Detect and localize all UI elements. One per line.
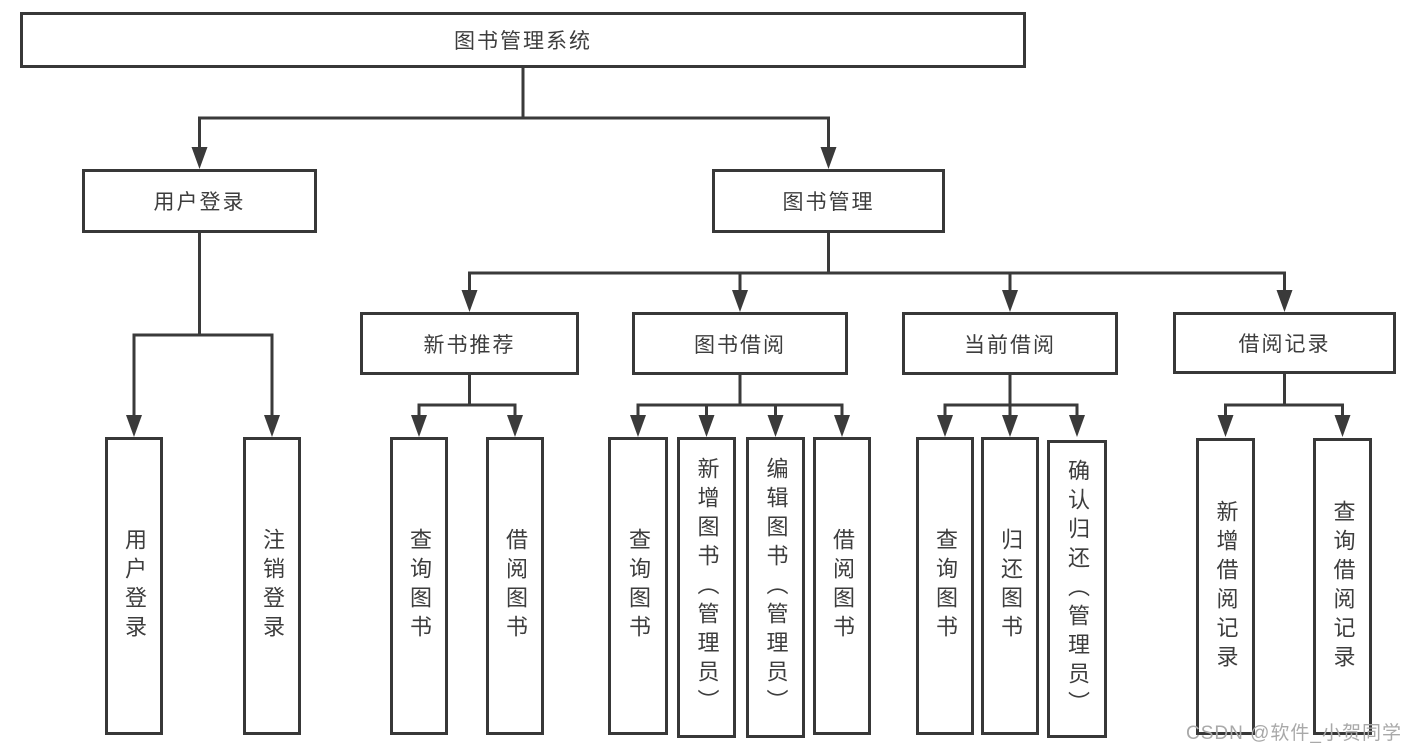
- leaf-user-login: 用户登录: [105, 437, 163, 735]
- node-root-label: 图书管理系统: [454, 30, 592, 53]
- leaf-borrow-borrow-book: 借阅图书: [813, 437, 871, 735]
- connector-current-borrow: [937, 375, 1085, 437]
- node-current-borrow: 当前借阅: [902, 312, 1118, 375]
- node-borrow-records: 借阅记录: [1173, 312, 1396, 374]
- leaf-current-query-book: 查询图书: [916, 437, 974, 735]
- leaf-borrow-add-book-admin: 新增图书（管理员）: [677, 437, 736, 738]
- leaf-records-add-record: 新增借阅记录: [1196, 438, 1255, 735]
- node-borrow-records-label: 借阅记录: [1238, 333, 1331, 356]
- connector-user-login: [126, 233, 280, 437]
- node-new-book-recommend-label: 新书推荐: [423, 333, 516, 357]
- leaf-recommend-borrow-book: 借阅图书: [486, 437, 544, 735]
- watermark: CSDN @软件_小贺同学: [1186, 723, 1402, 744]
- node-book-management-label: 图书管理: [782, 191, 875, 214]
- connector-new-book-recommend: [411, 375, 523, 437]
- node-book-management: 图书管理: [712, 169, 945, 233]
- node-new-book-recommend: 新书推荐: [360, 312, 579, 375]
- connector-root: [191, 68, 837, 169]
- node-book-borrow: 图书借阅: [632, 312, 848, 375]
- leaf-current-return-book: 归还图书: [981, 437, 1039, 735]
- leaf-borrow-edit-book-admin: 编辑图书（管理员）: [746, 437, 805, 738]
- leaf-logout: 注销登录: [243, 437, 301, 735]
- node-user-login: 用户登录: [82, 169, 317, 233]
- node-user-login-label: 用户登录: [153, 191, 246, 214]
- connector-book-borrow: [630, 375, 850, 437]
- leaf-recommend-query-book: 查询图书: [390, 437, 448, 735]
- leaf-current-confirm-return-admin: 确认归还（管理员）: [1047, 440, 1107, 738]
- connector-borrow-records: [1217, 374, 1351, 437]
- node-book-borrow-label: 图书借阅: [694, 333, 786, 357]
- node-current-borrow-label: 当前借阅: [964, 333, 1056, 357]
- node-root: 图书管理系统: [20, 12, 1026, 68]
- connector-book-management: [461, 233, 1293, 312]
- leaf-records-query-record: 查询借阅记录: [1313, 438, 1372, 735]
- leaf-borrow-query-book: 查询图书: [608, 437, 668, 735]
